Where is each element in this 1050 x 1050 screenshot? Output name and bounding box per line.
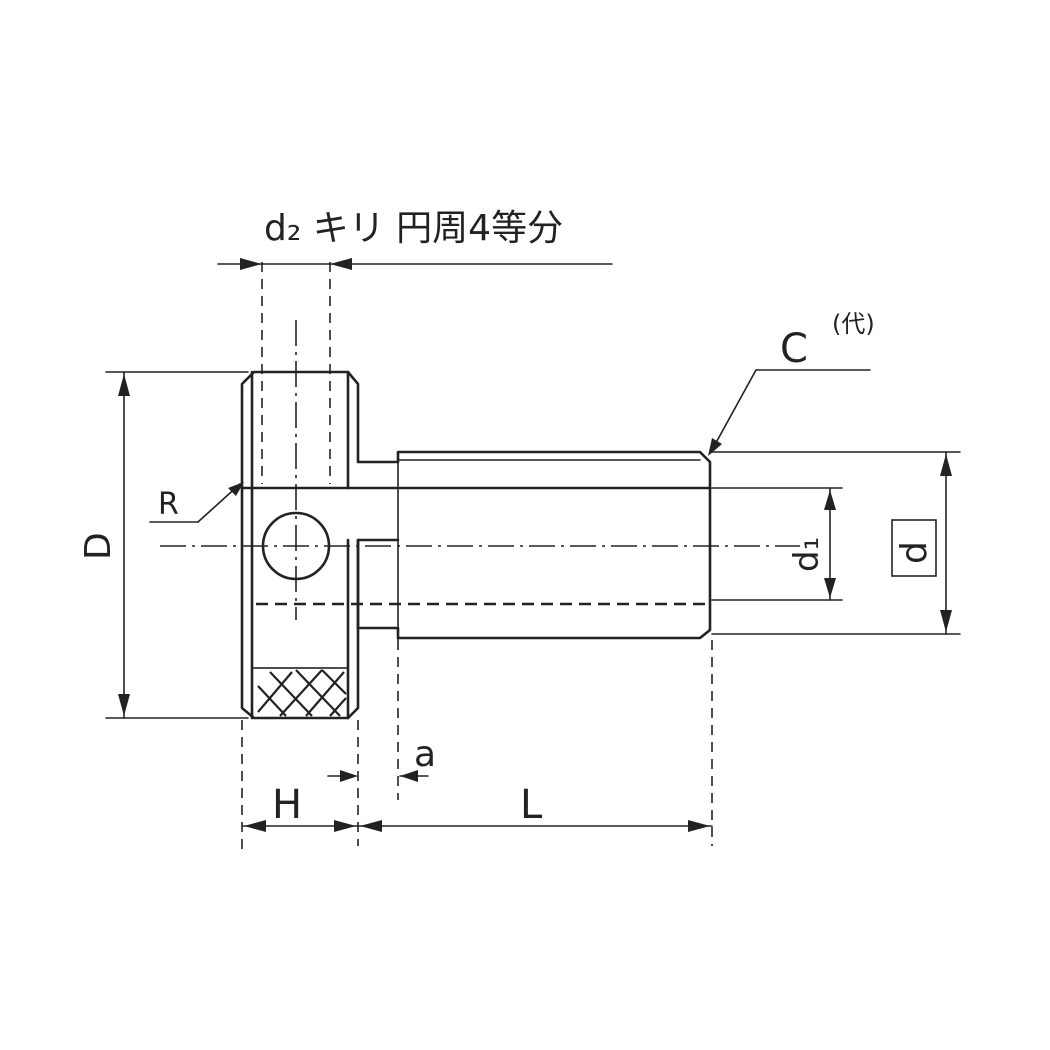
- C-leader: C (代): [708, 310, 875, 456]
- d-label-box: [891, 519, 937, 577]
- head-body: [240, 370, 712, 720]
- d-label: d: [894, 541, 935, 564]
- R-leader: R: [149, 482, 244, 523]
- knurl-pattern: [251, 667, 349, 719]
- d1-dimension: d₁: [711, 487, 843, 601]
- D-dimension: D: [78, 371, 249, 719]
- D-label: D: [78, 532, 119, 560]
- d-dimension: d: [711, 451, 961, 635]
- d2-note-label: d₂ キリ 円周4等分: [264, 208, 563, 249]
- C-note: (代): [832, 310, 875, 338]
- d1-label: d₁: [787, 537, 827, 572]
- H-label: H: [272, 782, 302, 828]
- d2-dimension: d₂ キリ 円周4等分: [217, 208, 613, 620]
- a-label: a: [414, 734, 436, 775]
- R-label: R: [158, 487, 179, 522]
- bottom-dimensions: H L a: [241, 640, 713, 856]
- L-label: L: [520, 782, 543, 828]
- C-label: C: [780, 326, 808, 372]
